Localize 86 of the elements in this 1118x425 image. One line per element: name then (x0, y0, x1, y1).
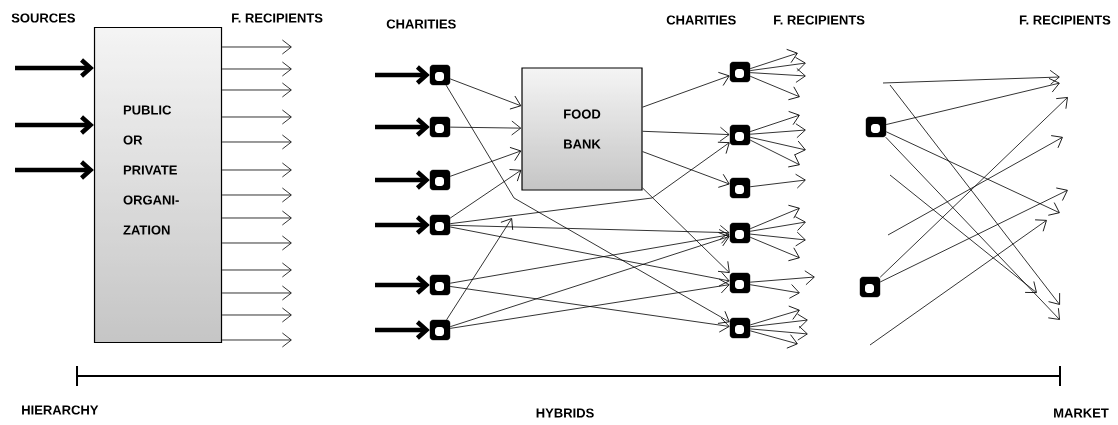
heading-label: SOURCES (11, 13, 75, 23)
charity-symbol (729, 272, 751, 294)
arrow (15, 115, 94, 135)
arrow (749, 75, 800, 101)
heading-label: F. RECIPIENTS (232, 13, 323, 23)
arrow (445, 84, 730, 324)
arrow (749, 270, 815, 286)
arrow (449, 232, 730, 328)
arrow (749, 305, 800, 326)
arrow (749, 56, 806, 72)
arrow (642, 71, 730, 108)
arrow (221, 235, 292, 251)
arrow (749, 313, 808, 329)
arrow (15, 58, 94, 78)
charity-symbol (729, 317, 751, 339)
charity-symbol (865, 116, 887, 138)
arrow (221, 109, 292, 125)
charity-symbol (429, 274, 451, 296)
arrow (749, 111, 800, 132)
arrow (375, 170, 430, 190)
arrow (642, 126, 730, 142)
arrow (449, 78, 522, 110)
arrow (885, 78, 1060, 125)
process-box: FOOD BANK (521, 67, 643, 191)
charity-symbol (729, 177, 751, 199)
arrow (221, 61, 292, 77)
arrow (449, 278, 730, 329)
arrow (221, 307, 292, 323)
arrow (879, 187, 1068, 283)
arrow (879, 97, 1068, 278)
heading-label: F. RECIPIENTS (1019, 15, 1111, 25)
arrow (449, 141, 730, 225)
arrow (449, 169, 522, 219)
arrow (749, 284, 800, 299)
heading-label: HYBRIDS (536, 408, 594, 418)
arrow (449, 120, 522, 136)
heading-label: MARKET (1054, 408, 1109, 418)
charity-symbol (429, 319, 451, 341)
arrow (749, 330, 798, 349)
arrow (885, 131, 1060, 216)
arrow (375, 215, 430, 235)
arrow (749, 48, 798, 70)
heading-label: CHARITIES (666, 15, 736, 25)
arrow (885, 136, 1060, 320)
arrow (749, 139, 800, 168)
arrow (449, 286, 730, 333)
arrow (749, 68, 806, 83)
heading-label: F. RECIPIENTS (774, 15, 865, 25)
charity-symbol (429, 214, 451, 236)
arrow (221, 39, 292, 55)
arrow (221, 332, 292, 348)
arrow (642, 151, 730, 188)
charity-symbol (729, 124, 751, 146)
arrow (446, 218, 514, 321)
charity-symbol (729, 61, 751, 83)
arrow (749, 231, 806, 247)
arrow (749, 173, 806, 189)
arrow (221, 285, 292, 301)
arrow (375, 320, 430, 340)
heading-label: CHARITIES (386, 19, 456, 29)
arrow (449, 224, 730, 240)
charity-symbol (429, 64, 451, 86)
arrow (375, 275, 430, 295)
arrow (15, 160, 94, 180)
arrow (749, 136, 806, 156)
arrow (642, 187, 730, 273)
arrow (221, 262, 292, 278)
arrow (375, 65, 430, 85)
process-box: PUBLIC OR PRIVATE ORGANI- ZATION (93, 26, 223, 344)
arrow (749, 325, 808, 341)
arrow (449, 147, 522, 177)
arrow (221, 82, 292, 98)
charity-symbol (429, 116, 451, 138)
arrow (749, 204, 800, 230)
arrow (749, 216, 806, 232)
arrow (749, 123, 806, 139)
arrow (221, 162, 292, 178)
heading-label: HIERARCHY (22, 405, 99, 415)
charity-symbol (729, 222, 751, 244)
arrow (749, 236, 800, 262)
arrow (221, 210, 292, 226)
charity-symbol (859, 276, 881, 298)
arrow (375, 117, 430, 137)
arrow (221, 134, 292, 150)
arrow (221, 187, 292, 203)
charity-symbol (429, 169, 451, 191)
